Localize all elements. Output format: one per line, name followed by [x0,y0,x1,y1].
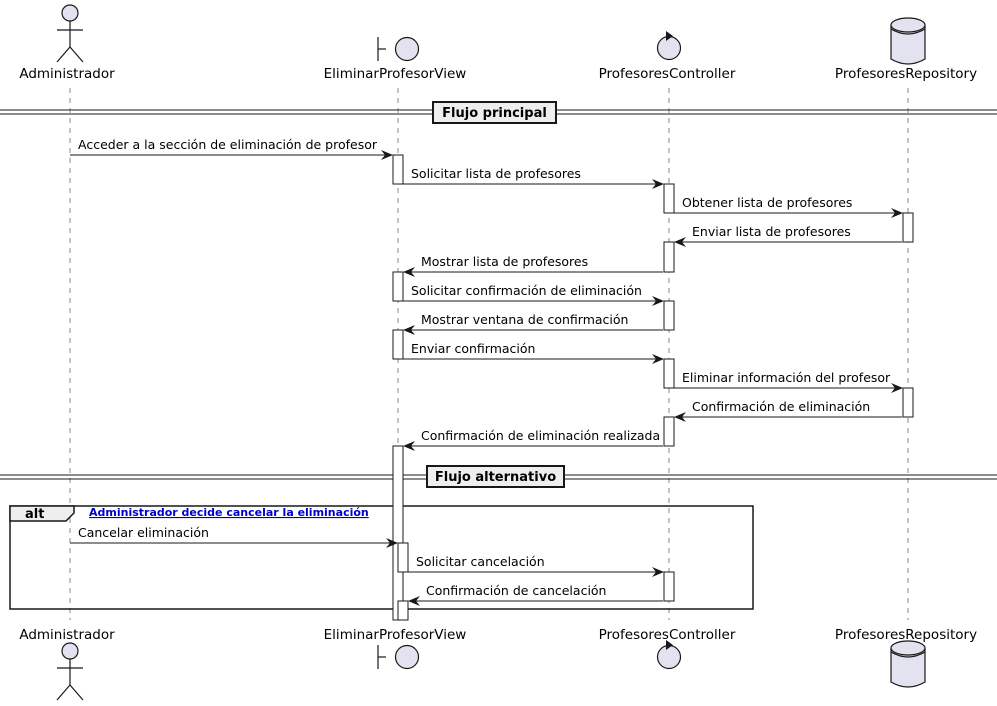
message-label: Mostrar lista de profesores [421,254,588,269]
participants-top: Administrador EliminarProfesorView Profe… [19,4,977,82]
database-icon [890,17,926,65]
divider-alternative-flow: Flujo alternativo [0,465,997,488]
activation-view-2 [392,271,404,302]
participant-name-profesores-repository: ProfesoresRepository [835,66,977,82]
message-label: Solicitar confirmación de eliminación [411,283,642,298]
activation-view-1 [392,154,404,185]
alt-condition: Administrador decide cancelar la elimina… [89,506,369,519]
participant-name-administrador-bottom: Administrador [19,627,115,643]
message-label: Solicitar lista de profesores [411,166,581,181]
participant-name-eliminar-profesor-view: EliminarProfesorView [324,66,467,82]
messages: Acceder a la sección de eliminación de p… [70,137,903,606]
activation-view-6 [397,600,409,621]
message-label: Confirmación de eliminación [692,399,870,414]
activation-ctrl-4 [663,358,675,389]
actor-icon [56,4,84,63]
control-icon [656,640,682,670]
activation-ctrl-6 [663,571,675,602]
participant-name-administrador: Administrador [19,66,115,82]
message-label: Solicitar cancelación [416,554,545,569]
activation-ctrl-2 [663,241,675,273]
message-label: Eliminar información del profesor [682,370,891,385]
control-icon [656,31,682,61]
message-label: Enviar confirmación [411,341,535,356]
activation-bars [392,154,914,621]
divider-main-flow: Flujo principal [0,101,997,124]
activation-ctrl-1 [663,183,675,214]
boundary-icon [377,644,420,670]
alt-keyword: alt [25,507,44,522]
actor-icon [56,642,84,701]
participant-name-profesores-controller: ProfesoresController [599,66,736,82]
activation-view-3 [392,329,404,360]
activation-view-5 [397,542,409,573]
message-label: Mostrar ventana de confirmación [421,312,628,327]
activation-repo-1 [902,212,914,243]
message-label: Acceder a la sección de eliminación de p… [78,137,378,152]
participant-name-profesores-repository-bottom: ProfesoresRepository [835,627,977,643]
message-label: Obtener lista de profesores [682,195,852,210]
message-label: Cancelar eliminación [78,525,209,540]
activation-view-4 [392,445,404,621]
message-label: Confirmación de cancelación [426,583,606,598]
activation-ctrl-3 [663,300,675,331]
activation-repo-2 [902,387,914,418]
database-icon [890,640,926,688]
participant-name-eliminar-profesor-view-bottom: EliminarProfesorView [324,627,467,643]
message-label: Enviar lista de profesores [692,224,851,239]
activation-ctrl-5 [663,416,675,447]
divider-main-label: Flujo principal [442,106,547,121]
message-label: Confirmación de eliminación realizada [421,428,660,443]
participant-name-profesores-controller-bottom: ProfesoresController [599,627,736,643]
participants-bottom: Administrador EliminarProfesorView Profe… [19,627,977,701]
divider-alternative-label: Flujo alternativo [435,470,556,485]
alt-fragment: alt Administrador decide cancelar la eli… [9,505,754,610]
boundary-icon [377,36,420,62]
